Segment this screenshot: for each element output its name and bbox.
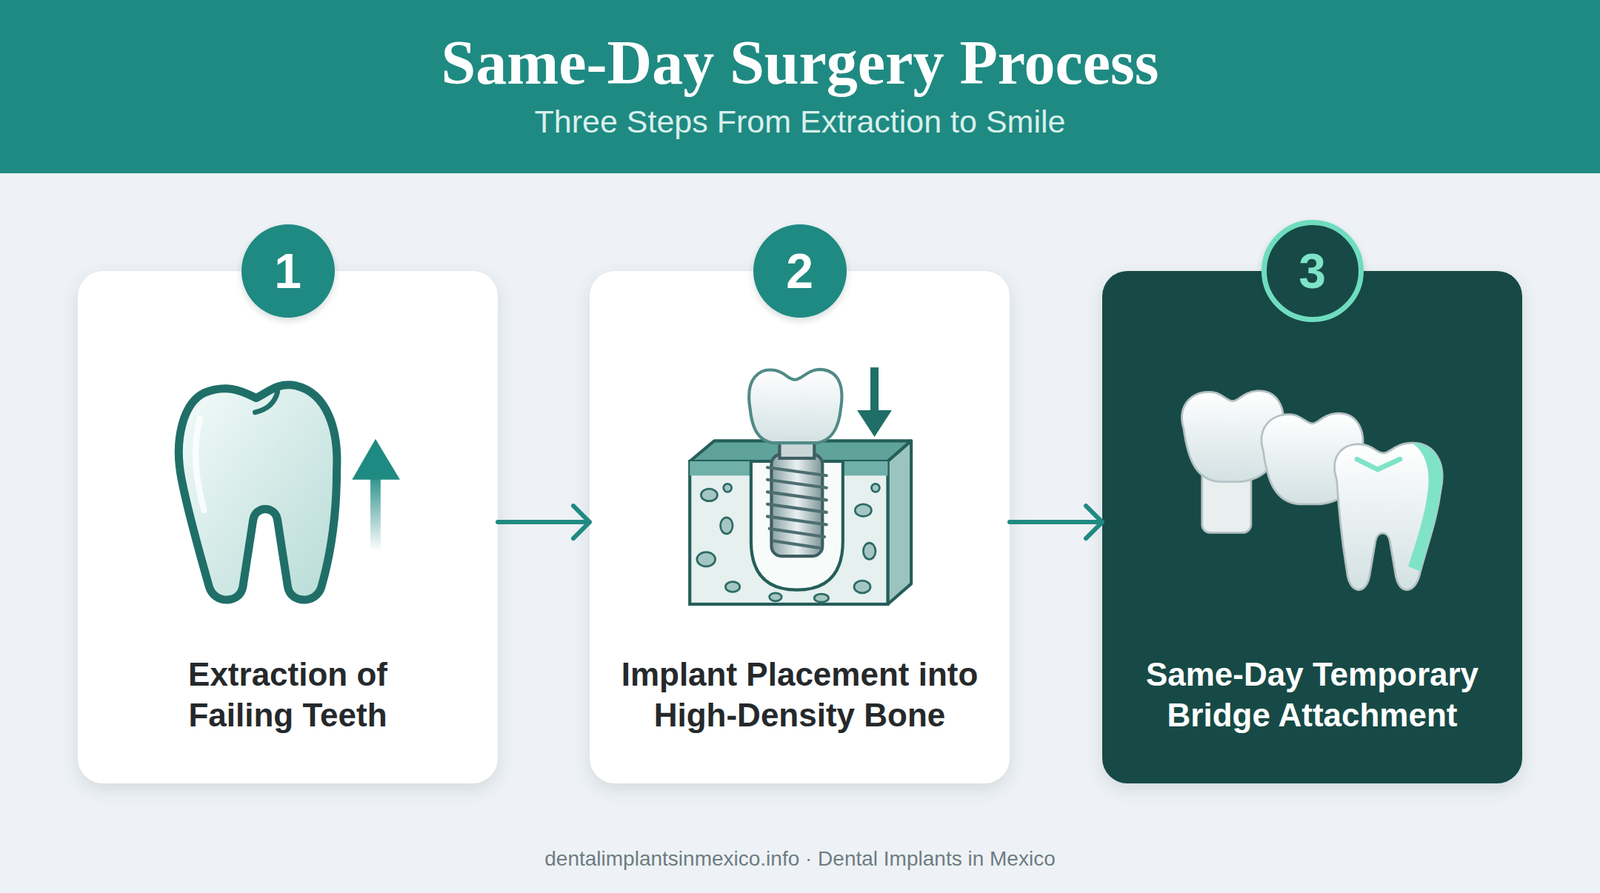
title-text: Same-Day Surgery Process (0, 25, 1600, 100)
step-number-circle: 3 (1261, 220, 1364, 323)
subtitle-text: Three Steps From Extraction to Smile (0, 101, 1600, 143)
step-label: Same-Day Temporary Bridge Attachment (1112, 654, 1513, 736)
step-card: Extraction of Failing Teeth1 (77, 271, 498, 784)
step-label: Implant Placement into High-Density Bone (600, 654, 1000, 736)
footer-credit: dentalimplantsinmexico.info · Dental Imp… (0, 845, 1600, 873)
card-text-box: Extraction of Failing Teeth (162, 654, 415, 736)
card-text-box: Same-Day Temporary Bridge Attachment (1112, 654, 1513, 736)
step-number-circle: 2 (753, 224, 847, 318)
step-number-circle: 1 (241, 224, 335, 318)
step-number: 2 (785, 246, 814, 296)
card-text-box: Implant Placement into High-Density Bone (600, 654, 1000, 736)
step-card: Implant Placement into High-Density Bone… (589, 271, 1010, 784)
step-label: Extraction of Failing Teeth (162, 654, 415, 736)
step-number: 1 (274, 246, 302, 296)
step-card: Same-Day Temporary Bridge Attachment3 (1102, 271, 1523, 784)
flow-arrow (497, 505, 590, 539)
flow-arrow (1009, 505, 1103, 539)
step-number: 3 (1298, 246, 1326, 296)
